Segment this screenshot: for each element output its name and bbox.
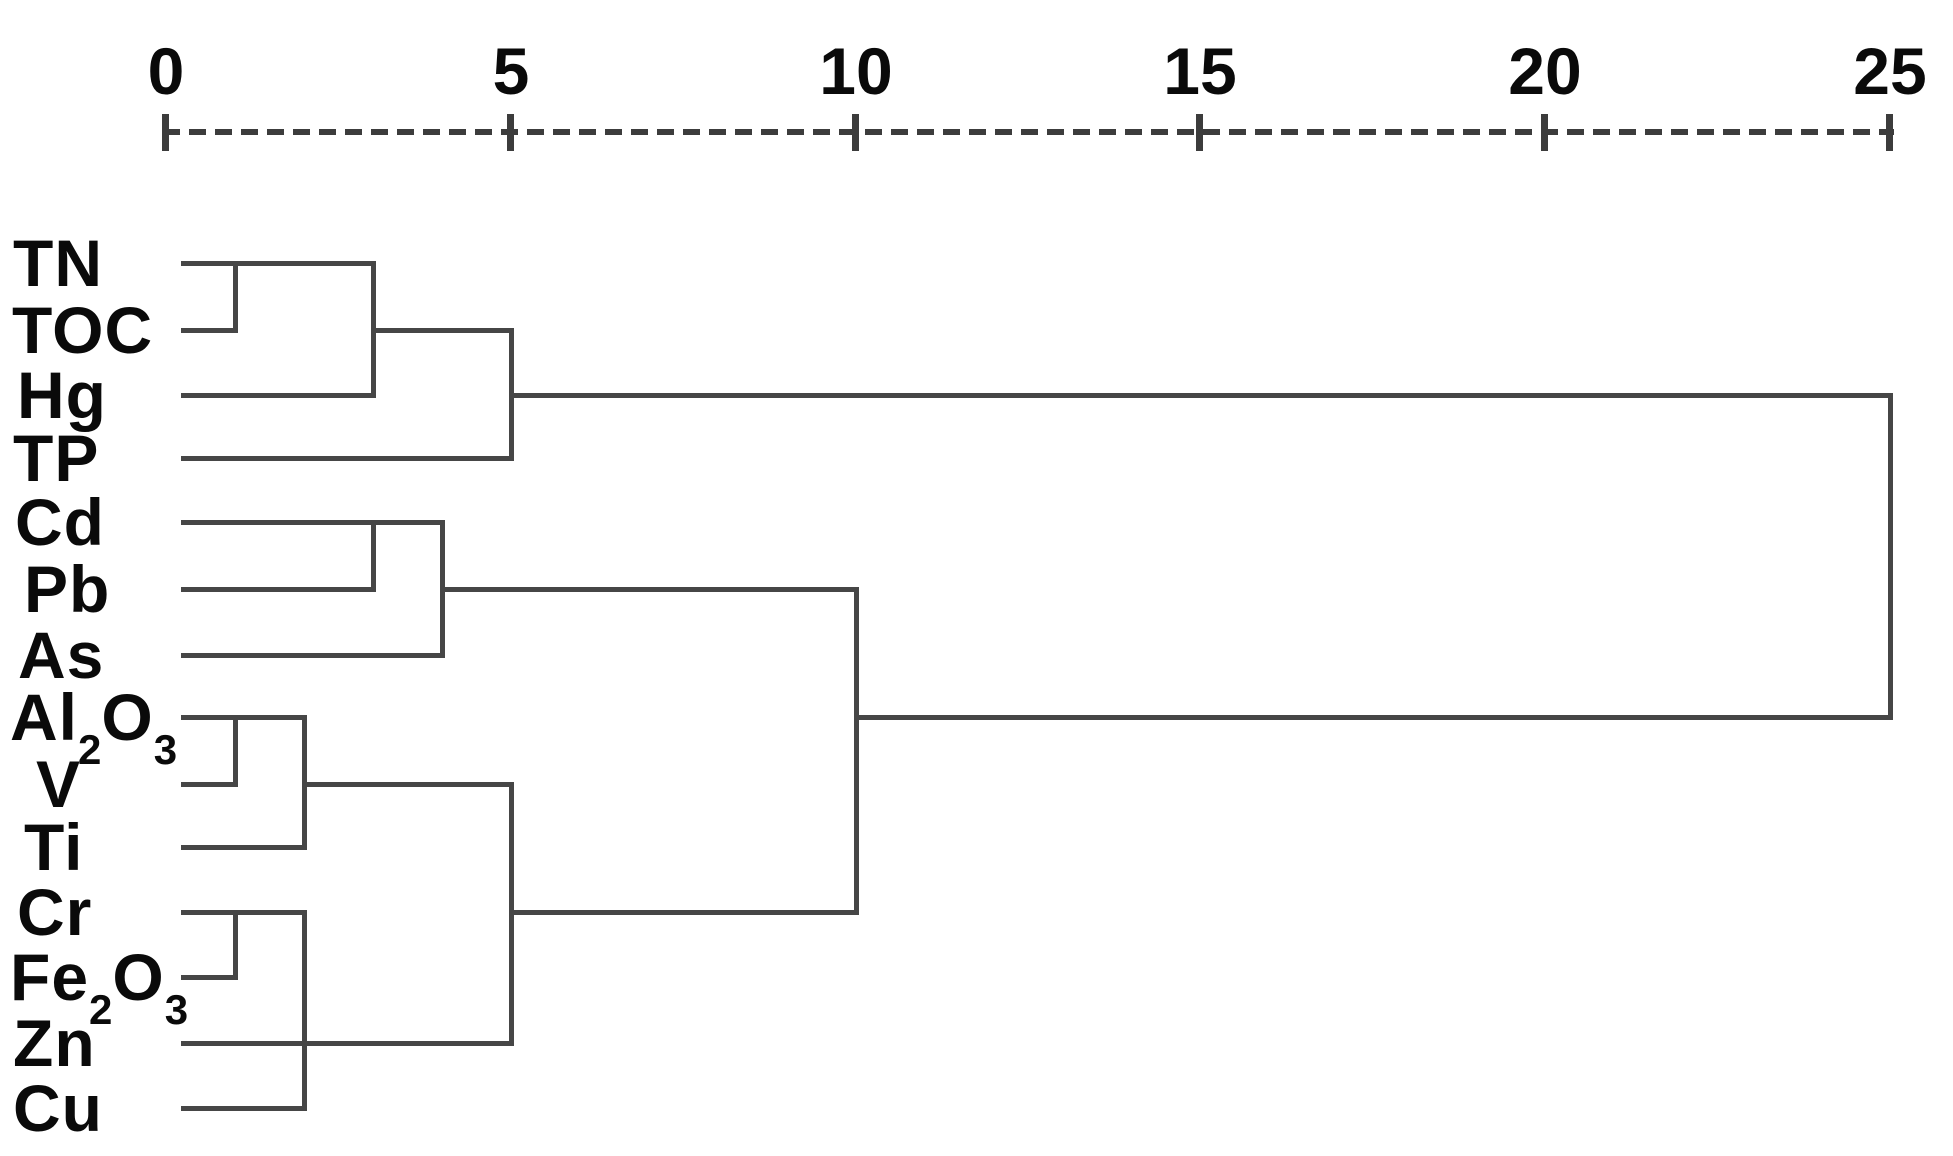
dendrogram-link-v — [1887, 392, 1893, 720]
dendrogram-link-h — [370, 327, 514, 333]
leaf-label-text: O — [101, 680, 154, 754]
dendrogram-link-h — [180, 974, 238, 980]
axis-tick-mark-20 — [1541, 114, 1548, 151]
dendrogram-link-h — [439, 586, 859, 592]
dendrogram-link-h — [180, 652, 445, 658]
axis-tick-mark-10 — [852, 114, 859, 151]
leaf-label-text: O — [112, 940, 165, 1014]
leaf-label-TOC: TOC — [12, 286, 153, 374]
axis-tick-label-0: 0 — [147, 34, 185, 108]
dendrogram-link-v — [370, 260, 376, 398]
leaf-label-subscript: 2 — [78, 726, 102, 773]
leaf-label-Zn: Zn — [13, 999, 96, 1087]
leaf-label-Hg: Hg — [17, 351, 107, 439]
leaf-label-Cd: Cd — [15, 478, 105, 566]
dendrogram-link-h — [180, 260, 376, 266]
dendrogram-link-v — [439, 519, 445, 658]
axis-tick-mark-15 — [1196, 114, 1203, 151]
leaf-label-V: V — [36, 740, 81, 828]
dendrogram-link-h — [180, 455, 514, 461]
dendrogram-link-h — [180, 714, 307, 720]
leaf-label-text: Cr — [17, 875, 93, 949]
dendrogram-link-h — [180, 844, 307, 850]
axis-tick-mark-25 — [1886, 114, 1893, 151]
dendrogram-link-v — [232, 714, 238, 787]
leaf-label-text: V — [36, 747, 82, 821]
dendrogram-link-h — [180, 586, 376, 592]
leaf-label-text: As — [18, 618, 105, 692]
dendrogram-link-v — [508, 781, 514, 1046]
leaf-label-Pb: Pb — [24, 545, 110, 633]
axis-tick-mark-5 — [507, 114, 514, 151]
dendrogram-link-v — [232, 260, 238, 333]
leaf-label-text: Ti — [24, 810, 84, 884]
leaf-label-Al2O3: Al2O3 — [10, 673, 177, 771]
leaf-label-TN: TN — [13, 219, 103, 307]
dendrogram-link-v — [301, 714, 307, 850]
axis-tick-mark-0 — [162, 114, 169, 151]
dendrogram-link-h — [180, 327, 238, 333]
leaf-label-Ti: Ti — [24, 803, 83, 891]
axis-tick-label-5: 5 — [492, 34, 530, 108]
leaf-label-subscript: 3 — [153, 726, 178, 773]
dendrogram-link-v — [370, 519, 376, 592]
axis-tick-label-15: 15 — [1163, 34, 1237, 108]
leaf-label-TP: TP — [13, 414, 99, 502]
dendrogram-link-h — [301, 781, 514, 787]
leaf-label-text: TOC — [12, 293, 154, 367]
dendrogram-link-v — [508, 327, 514, 461]
axis-dashed-line — [163, 129, 1894, 135]
dendrogram-link-v — [853, 586, 859, 915]
dendrogram-link-h — [180, 781, 238, 787]
dendrogram-link-h — [180, 519, 445, 525]
leaf-label-subscript: 3 — [164, 986, 189, 1033]
dendrogram-link-h — [180, 1105, 307, 1111]
dendrogram-link-v — [232, 909, 238, 980]
leaf-label-text: Zn — [13, 1006, 96, 1080]
leaf-label-text: Cu — [13, 1071, 103, 1145]
leaf-label-Fe2O3: Fe2O3 — [10, 933, 188, 1031]
leaf-label-text: Fe — [10, 940, 90, 1014]
axis-tick-label-10: 10 — [819, 34, 893, 108]
dendrogram-link-h — [508, 392, 1893, 398]
leaf-label-As: As — [18, 611, 104, 699]
leaf-label-text: TP — [13, 421, 100, 495]
leaf-label-Cu: Cu — [13, 1064, 103, 1152]
leaf-label-text: Cd — [15, 485, 105, 559]
dendrogram-link-h — [508, 909, 859, 915]
axis-tick-label-25: 25 — [1853, 34, 1927, 108]
leaf-label-text: TN — [13, 226, 103, 300]
leaf-label-text: Hg — [17, 358, 107, 432]
dendrogram-link-v — [301, 909, 307, 1111]
dendrogram-link-h — [853, 714, 1893, 720]
leaf-label-subscript: 2 — [89, 986, 113, 1033]
axis-tick-label-20: 20 — [1508, 34, 1582, 108]
leaf-label-text: Al — [10, 680, 78, 754]
leaf-label-text: Pb — [24, 552, 111, 626]
leaf-label-Cr: Cr — [17, 868, 92, 956]
dendrogram-link-h — [180, 909, 307, 915]
dendrogram-link-h — [180, 392, 376, 398]
dendrogram-link-h — [180, 1040, 514, 1046]
